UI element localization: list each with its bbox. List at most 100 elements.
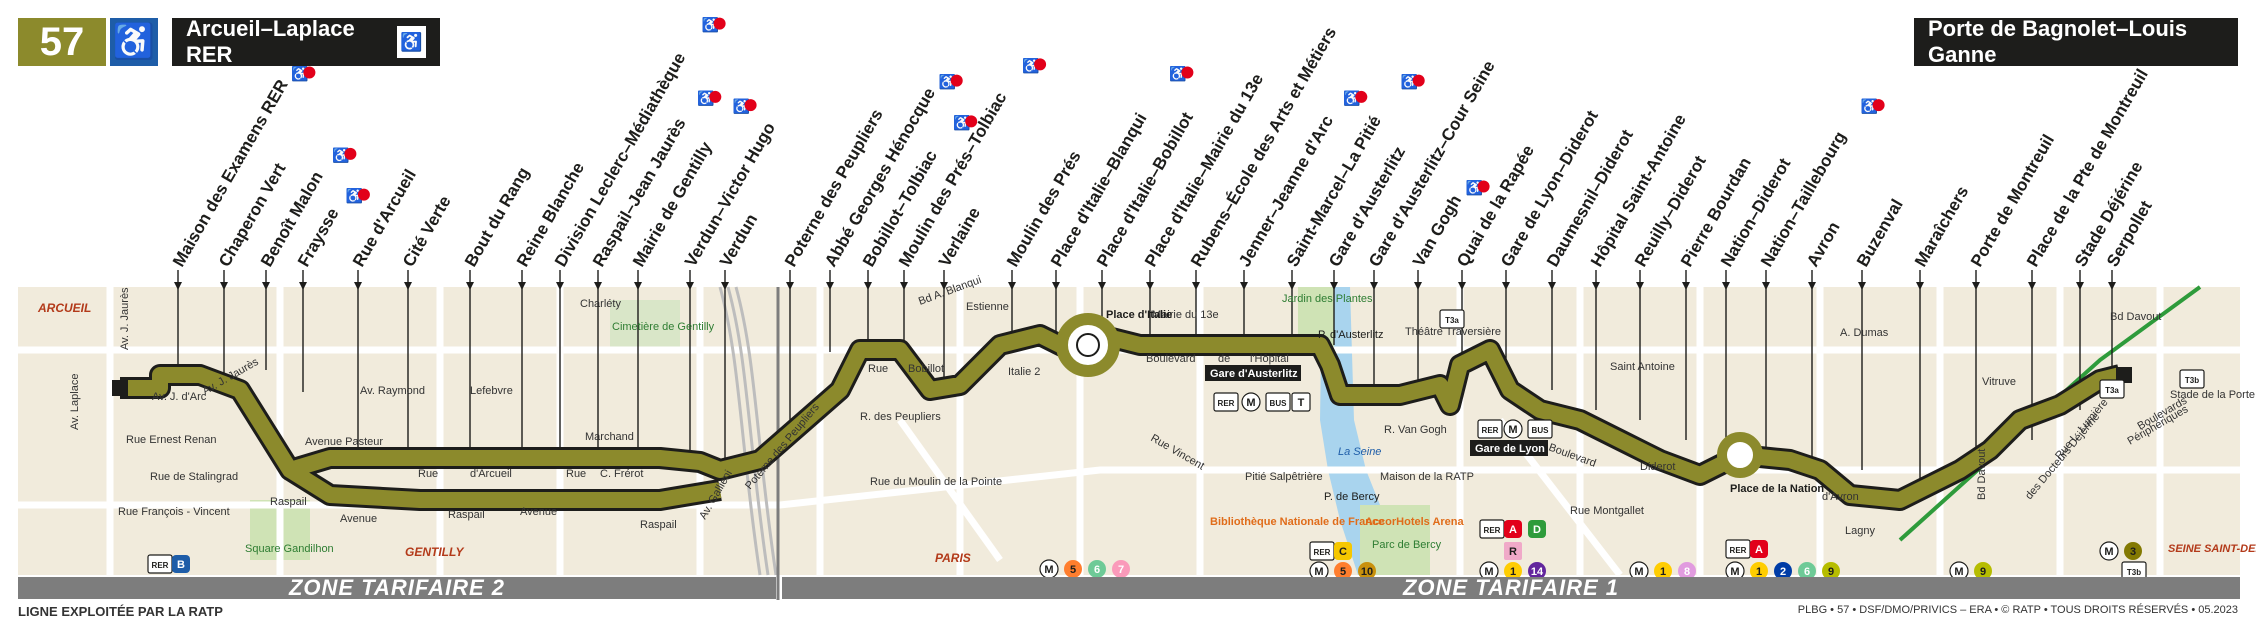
gare-austerlitz-label: Gare d'Austerlitz <box>1210 368 1298 380</box>
street-label: Rue du Moulin de la Pointe <box>870 476 1002 488</box>
stop-arrow-icon <box>1592 282 1600 290</box>
stop-leaders <box>174 270 2116 500</box>
stop-name: Cité Verte <box>399 193 455 270</box>
no-access-icon <box>950 74 963 87</box>
badge-label: RER <box>1730 546 1747 555</box>
badge-label: RER <box>1314 548 1331 557</box>
connection-badge: 9 <box>1974 562 1992 580</box>
badge-shape <box>1527 419 1553 439</box>
stop-arrow-icon <box>1972 282 1980 290</box>
connection-badge: 8 <box>1678 562 1696 580</box>
badge-label: M <box>2104 546 2113 558</box>
badge-label: M <box>1634 566 1643 578</box>
stop-arrow-icon <box>1548 282 1556 290</box>
stop-arrow-icon <box>940 282 948 290</box>
connection-badge: 9 <box>1822 562 1840 580</box>
street-label: Raspail <box>640 519 677 531</box>
wheelchair-icon: ♿ <box>110 18 158 66</box>
badge-label: 10 <box>1361 566 1373 578</box>
badge-shape <box>1064 560 1082 578</box>
no-access-icon <box>357 188 370 201</box>
gare-austerlitz-box <box>1205 365 1301 381</box>
stop-arrow-icon <box>1288 282 1296 290</box>
street-label: d'Avron <box>1822 491 1859 503</box>
stop-name: Maraîchers <box>1911 183 1972 270</box>
stop-arrow-icon <box>1414 282 1422 290</box>
badge-label: BUS <box>1532 426 1550 435</box>
connection-badge: M <box>1503 419 1523 439</box>
street-label: Boulevard <box>1146 353 1196 365</box>
zone-2-label: ZONE TARIFAIRE 2 <box>288 575 506 600</box>
badge-shape <box>1750 562 1768 580</box>
footer-right: PLBG • 57 • DSF/DMO/PRIVICS – ERA • © RA… <box>1797 604 2238 616</box>
connection-badge: RER <box>147 554 173 574</box>
wheelchair-no-icon: ♿ <box>396 26 426 58</box>
stop-arrow-icon <box>864 282 872 290</box>
label-charlety: Charléty <box>580 298 621 310</box>
badge-shape <box>2099 379 2125 399</box>
badge-shape <box>1503 419 1523 439</box>
badge-label: RER <box>1482 426 1499 435</box>
badge-shape <box>172 555 190 573</box>
stop-arrow-icon <box>1916 282 1924 290</box>
no-access-icon <box>1355 90 1368 103</box>
label-theatre: Théâtre Traversière <box>1405 326 1501 338</box>
connection-badge: D <box>1528 520 1546 538</box>
label-mairie13: Mairie du 13e <box>1152 309 1219 321</box>
stop-arrow-icon <box>2108 282 2116 290</box>
badge-shape <box>1334 562 1352 580</box>
street-label: Diderot <box>1640 461 1675 473</box>
street-label: R. Van Gogh <box>1384 424 1447 436</box>
label-seine: La Seine <box>1338 446 1381 458</box>
badge-label: 6 <box>1804 566 1810 578</box>
badge-shape <box>1504 562 1522 580</box>
connection-badge: A <box>1504 520 1522 538</box>
stop-arrow-icon <box>220 282 228 290</box>
stop-name: Buzenval <box>1853 196 1907 270</box>
stop-arrow-icon <box>1808 282 1816 290</box>
stop-arrow-icon <box>826 282 834 290</box>
badge-label: M <box>1730 566 1739 578</box>
connection-badge: RER <box>1309 541 1335 561</box>
no-access-icon <box>1412 74 1425 87</box>
terminus-right-label: Porte de Bagnolet–Louis Ganne <box>1928 16 2188 67</box>
badge-shape <box>1334 542 1352 560</box>
street-label: Rue <box>868 363 888 375</box>
metro-icon <box>1076 333 1100 357</box>
street-label: Av. J. Jaurès <box>119 287 131 350</box>
badge-label: D <box>1533 524 1541 536</box>
connection-badge: 6 <box>1798 562 1816 580</box>
badge-label: T3b <box>2127 568 2141 577</box>
street-label: Bd Davout <box>1976 449 1988 500</box>
street-label: C. Frérot <box>600 468 643 480</box>
connection-badge: M <box>1725 561 1745 581</box>
line-number-badge: 57 <box>18 18 106 66</box>
badge-shape <box>1798 562 1816 580</box>
connection-badge: A <box>1750 540 1768 558</box>
badge-label: RER <box>152 561 169 570</box>
street-label: de <box>1218 353 1230 365</box>
connection-badge: RER <box>1725 539 1751 559</box>
no-access-icon <box>1872 99 1885 112</box>
badge-label: T3a <box>1445 316 1459 325</box>
street-label: Rue <box>566 468 586 480</box>
badge-shape <box>1439 309 1465 329</box>
connection-badge: T3b <box>2121 561 2147 581</box>
badge-label: M <box>1044 564 1053 576</box>
nation-roundabout <box>1717 432 1763 478</box>
no-access-icon <box>709 90 722 103</box>
stop-name: Avron <box>1803 218 1844 270</box>
badge-label: RER <box>1218 399 1235 408</box>
stop-arrow-icon <box>594 282 602 290</box>
badge-shape <box>1822 562 1840 580</box>
badge-shape <box>1213 392 1239 412</box>
stop-arrow-icon <box>1722 282 1730 290</box>
connection-badge: B <box>172 555 190 573</box>
terminus-right: Porte de Bagnolet–Louis Ganne <box>1914 16 2238 67</box>
label-place-nation: Place de la Nation <box>1730 483 1824 495</box>
no-access-icon <box>303 66 316 79</box>
stop-arrow-icon <box>1370 282 1378 290</box>
label-accor: AccorHotels Arena <box>1365 516 1465 528</box>
stop-arrow-icon <box>404 282 412 290</box>
stop-arrow-icon <box>900 282 908 290</box>
